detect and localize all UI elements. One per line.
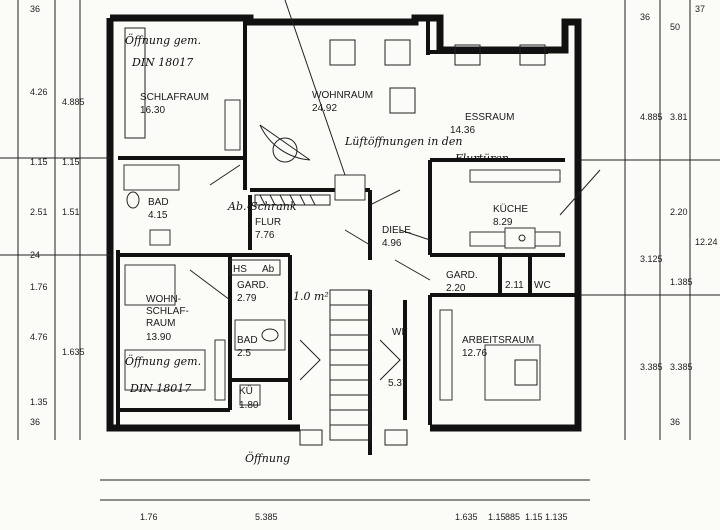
dim-right-2: 2.20 (670, 207, 688, 217)
arbeitsraum-area: 12.76 (462, 348, 487, 359)
kueche-area: 8.29 (493, 217, 513, 228)
annotation-hs: HS (233, 264, 247, 275)
dim-bottom-5: 1.15 (525, 512, 543, 522)
kue-small-name: KÜ (239, 385, 253, 397)
essraum-area: 14.36 (450, 125, 475, 136)
annotation-one-qm: 1.0 m² (293, 290, 329, 303)
dim-left-4: 1.76 (30, 282, 48, 292)
gard-right-name: GARD. (446, 270, 478, 281)
annotation-top-left-1: Öffnung gem. (125, 33, 201, 47)
flur-area: 7.76 (255, 230, 275, 241)
annotations: Öffnung gem. DIN 18017 Öffnung gem. DIN … (125, 0, 601, 465)
flur-cabinet (229, 194, 331, 276)
annotation-lueft-2: Flurtüren (454, 152, 509, 165)
dim-right-6: 3.385 (640, 362, 663, 372)
dim-bottom-0: 1.76 (140, 512, 158, 522)
gard-right-area: 2.20 (446, 283, 466, 294)
kitchen-counters (469, 169, 561, 249)
room-labels: SCHLAFRAUM 16.30 WOHNRAUM 24.92 ESSRAUM … (140, 90, 551, 411)
dim-left-8: 1.15 (30, 157, 48, 167)
kueche-name: KÜCHE (493, 203, 528, 215)
essraum-name: ESSRAUM (465, 112, 514, 123)
wohnschlaf-furniture (124, 264, 226, 401)
dim-left-3: 1.51 (62, 207, 80, 217)
annotation-ab: Ab (262, 264, 275, 275)
gard-left-name: GARD. (237, 280, 269, 291)
dim-bottom-6: 1.135 (545, 512, 568, 522)
bad-small-name: BAD (237, 335, 258, 346)
diele-name: DIELE (382, 225, 411, 236)
wf-area: 5.37 (388, 378, 408, 389)
wohnraum-name: WOHNRAUM (312, 90, 373, 101)
schlafraum-name: SCHLAFRAUM (140, 92, 209, 103)
kue-small-area: 1.80 (239, 400, 259, 411)
dim-left-12: 36 (30, 417, 40, 427)
dim-left-11: 36 (30, 4, 40, 14)
dim-right-9: 50 (670, 22, 680, 32)
dim-bottom-3: 1.15 (488, 512, 506, 522)
arbeitsraum-name: ARBEITSRAUM (462, 335, 534, 346)
flur-name: FLUR (255, 217, 281, 228)
wohnschlaf-line2: SCHLAF- (146, 306, 189, 317)
bad-top-name: BAD (148, 197, 169, 208)
dim-left-1: 4.885 (62, 97, 85, 107)
dimension-lines (0, 0, 720, 501)
arbeitsraum-furniture (439, 309, 541, 401)
exterior-walls (106, 14, 582, 432)
wf-name: WF (392, 327, 408, 338)
dim-bottom-2: 1.635 (455, 512, 478, 522)
dim-right-10: 36 (670, 417, 680, 427)
dim-right-1: 3.81 (670, 112, 688, 122)
door-swings (189, 124, 431, 301)
schlafraum-area: 16.30 (140, 105, 165, 116)
diele-area: 4.96 (382, 238, 402, 249)
annotation-mid-left-2: DIN 18017 (129, 382, 191, 395)
wohnschlaf-line3: RAUM (146, 318, 175, 329)
dim-right-0: 4.885 (640, 112, 663, 122)
dim-left-7: 1.35 (30, 397, 48, 407)
dim-right-3: 3.125 (640, 254, 663, 264)
interior-walls (116, 20, 575, 455)
gard-left-area: 2.79 (237, 293, 257, 304)
dim-left-2: 2.51 (30, 207, 48, 217)
dim-left-10: 24 (30, 250, 40, 260)
dim-right-8: 36 (640, 12, 650, 22)
bad-top-area: 4.15 (148, 210, 168, 221)
dim-right-4: 1.385 (670, 277, 693, 287)
dim-left-9: 1.15 (62, 157, 80, 167)
wohnschlaf-area: 13.90 (146, 332, 171, 343)
dim-bottom-4: 885 (505, 512, 520, 522)
annotation-top-left-2: DIN 18017 (131, 56, 193, 69)
bath-fixtures (123, 137, 366, 406)
annotation-mid-left-1: Öffnung gem. (125, 354, 201, 368)
dim-left-6: 1.635 (62, 347, 85, 357)
annotation-ab-schrank: Ab.-Schrank (227, 200, 297, 213)
dim-right-11: 37 (695, 4, 705, 14)
annotation-lueft-1: Lüftöffnungen in den (344, 135, 462, 148)
wc-name: WC (534, 280, 551, 291)
dim-left-5: 4.76 (30, 332, 48, 342)
dim-right-5: 12.24 (695, 237, 718, 247)
staircase (299, 289, 401, 441)
schlafraum-furniture (124, 27, 241, 151)
wohnschlaf-line1: WOHN- (146, 294, 181, 305)
wc-area: 2.11 (505, 280, 524, 291)
wohnraum-windows (299, 39, 546, 446)
dim-right-7: 3.385 (670, 362, 693, 372)
dimension-texts: 4.26 4.885 2.51 1.51 1.76 4.76 1.635 1.3… (30, 4, 718, 522)
wohnraum-area: 24.92 (312, 103, 337, 114)
annotation-bottom: Öffnung (245, 451, 290, 465)
dim-left-0: 4.26 (30, 87, 48, 97)
bad-small-area: 2.5 (237, 348, 251, 359)
dim-bottom-1: 5.385 (255, 512, 278, 522)
